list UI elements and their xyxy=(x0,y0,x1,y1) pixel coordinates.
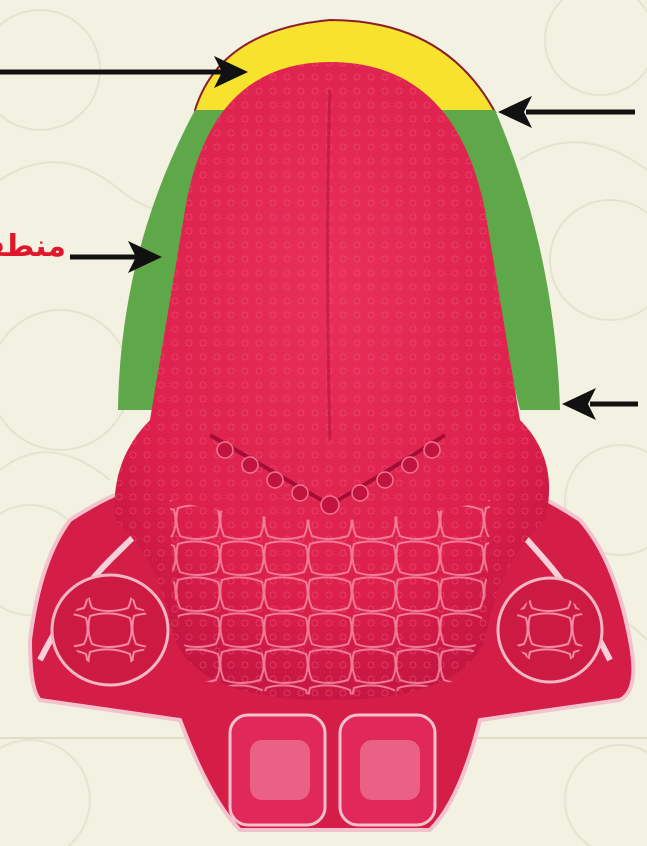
lower-right-arrow xyxy=(562,388,638,420)
upper-right-arrow xyxy=(498,96,635,128)
